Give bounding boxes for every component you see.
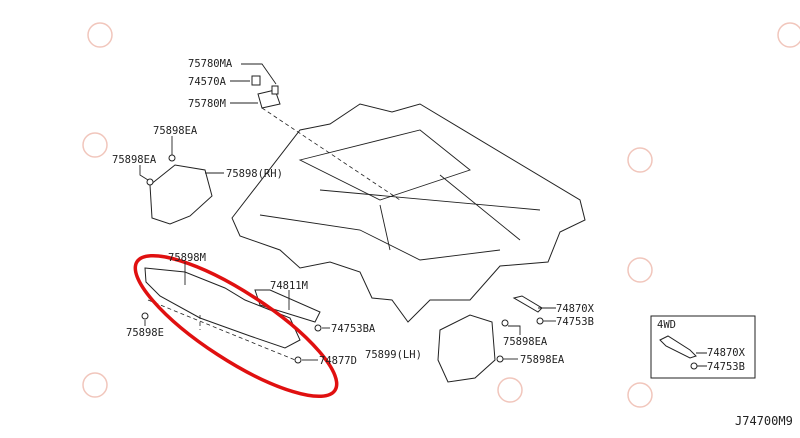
clip-icon	[141, 312, 149, 320]
bracket-parts-top	[251, 75, 401, 201]
label-75780M: 75780M	[188, 98, 226, 110]
label-75898EA: 75898EA	[520, 354, 565, 366]
label-75898EA: 75898EA	[153, 125, 198, 137]
label-75898M: 75898M	[168, 252, 206, 264]
watermark-logo-icon	[627, 382, 653, 408]
nut-icon	[690, 362, 698, 370]
label-74877D: 74877D	[319, 355, 357, 367]
watermark-layer	[82, 22, 800, 408]
nut-icon	[536, 317, 544, 325]
bolt-icon	[294, 356, 302, 364]
watermark-logo-icon	[82, 372, 108, 398]
stay-74870X	[512, 295, 543, 313]
inset-label-74753B: 74753B	[707, 361, 745, 373]
watermark-logo-icon	[82, 132, 108, 158]
label-74753B: 74753B	[556, 316, 594, 328]
clip-icon	[168, 154, 176, 162]
highlight-ellipse	[133, 253, 339, 399]
clip-icon	[146, 178, 154, 186]
label-75898EA: 75898EA	[112, 154, 157, 166]
splash-shield-rh	[149, 164, 213, 225]
label-75898-rh: 75898(RH)	[226, 168, 283, 180]
diagram-code: J74700M9	[735, 414, 793, 428]
label-74870X: 74870X	[556, 303, 595, 315]
watermark-logo-icon	[627, 257, 653, 283]
nut-icon	[314, 324, 322, 332]
splash-shield-lh	[437, 314, 496, 383]
label-75780MA: 75780MA	[188, 58, 233, 70]
label-74570A: 74570A	[188, 76, 227, 88]
inset-label-74870X: 74870X	[707, 347, 746, 359]
watermark-logo-icon	[627, 147, 653, 173]
part-labels: 75780MA 74570A 75780M 75898EA 75898EA 75…	[112, 58, 595, 367]
inset-title: 4WD	[657, 319, 676, 331]
label-75898EA: 75898EA	[503, 336, 548, 348]
label-74811M: 74811M	[270, 280, 308, 292]
clip-icon	[496, 355, 504, 363]
label-74753BA: 74753BA	[331, 323, 376, 335]
clip-icon	[501, 319, 509, 327]
watermark-logo-icon	[87, 22, 113, 48]
front-under-cover	[144, 267, 301, 349]
floor-panel	[231, 103, 586, 323]
label-75898E: 75898E	[126, 327, 164, 339]
leader-lines	[139, 63, 556, 361]
label-75899-lh: 75899(LH)	[365, 349, 422, 361]
watermark-logo-icon	[777, 22, 800, 48]
inset-4wd: 4WD 74870X 74753B	[650, 315, 756, 379]
watermark-logo-icon	[497, 377, 523, 403]
